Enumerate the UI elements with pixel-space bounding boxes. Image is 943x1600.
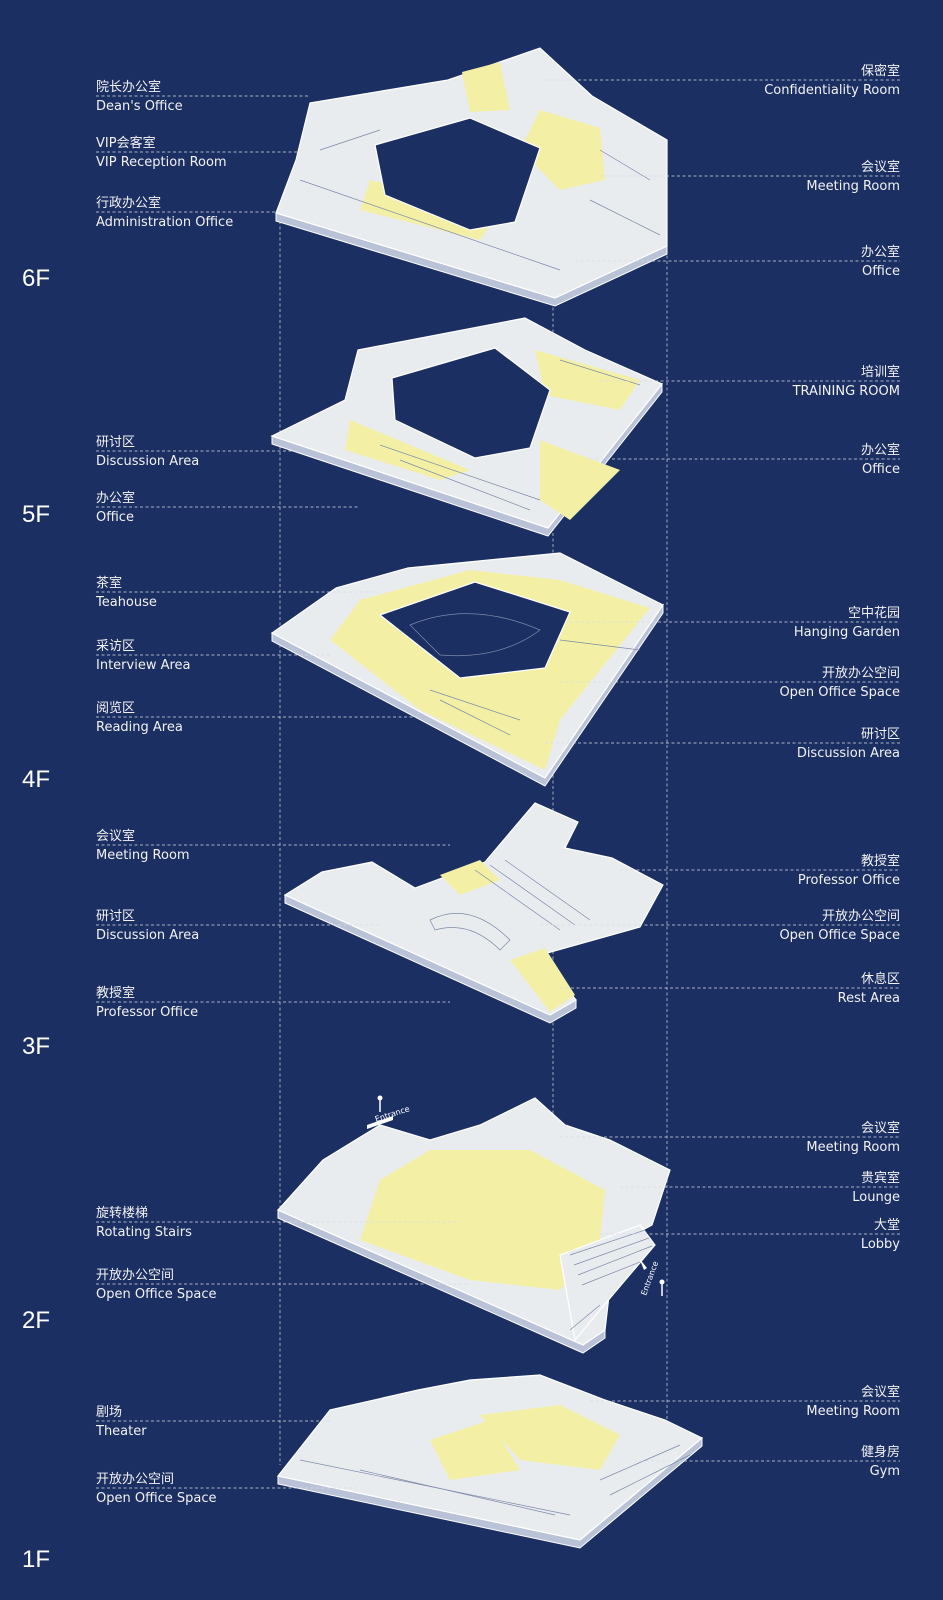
entrance-marker-top: Entrance xyxy=(367,1095,411,1129)
floor-1f-plan xyxy=(276,1374,704,1549)
floor-label-2f: 2F xyxy=(22,1307,50,1334)
label-en-meeting-room-6f: Meeting Room xyxy=(806,179,900,194)
label-en-interview-area: Interview Area xyxy=(96,658,191,673)
label-en-professor-office-3f-right: Professor Office xyxy=(798,873,900,888)
label-cn-open-office-4f: 开放办公空间 xyxy=(822,666,900,681)
label-cn-reading-area: 阅览区 xyxy=(96,700,135,716)
label-cn-professor-office-3f-left: 教授室 xyxy=(96,985,135,1001)
floor-label-5f: 5F xyxy=(22,501,50,528)
label-en-discussion-area-5f: Discussion Area xyxy=(96,454,199,469)
label-cn-office-5f-left: 办公室 xyxy=(96,490,135,506)
label-en-rest-area: Rest Area xyxy=(838,991,900,1006)
label-en-confidentiality-room: Confidentiality Room xyxy=(764,83,900,98)
label-cn-gym: 健身房 xyxy=(861,1444,900,1460)
label-cn-meeting-room-3f-left: 会议室 xyxy=(96,828,135,844)
label-cn-discussion-area-5f: 研讨区 xyxy=(96,435,135,450)
label-en-lounge: Lounge xyxy=(852,1190,900,1205)
label-cn-rotating-stairs: 旋转楼梯 xyxy=(96,1206,148,1221)
label-en-reading-area: Reading Area xyxy=(96,720,183,735)
label-cn-meeting-room-6f: 会议室 xyxy=(861,159,900,175)
room-labels-right: 保密室 Confidentiality Room 会议室 Meeting Roo… xyxy=(540,63,900,1479)
label-en-office-5f-left: Office xyxy=(96,510,134,525)
label-en-office-5f-right: Office xyxy=(862,462,900,477)
label-en-meeting-room-3f-left: Meeting Room xyxy=(96,848,190,863)
floor-6f-plan xyxy=(275,47,668,307)
label-cn-interview-area: 采访区 xyxy=(96,639,135,654)
label-en-deans-office: Dean's Office xyxy=(96,99,183,114)
floor-2f-plan xyxy=(277,1097,671,1354)
label-cn-office-6f: 办公室 xyxy=(861,244,900,260)
label-en-theater: Theater xyxy=(95,1424,147,1439)
label-en-meeting-room-2f: Meeting Room xyxy=(806,1140,900,1155)
label-en-meeting-room-1f: Meeting Room xyxy=(806,1404,900,1419)
label-en-hanging-garden: Hanging Garden xyxy=(794,625,900,640)
floor-3f-plan xyxy=(283,802,664,1024)
label-cn-open-office-2f: 开放办公空间 xyxy=(96,1268,174,1283)
label-en-discussion-area-3f: Discussion Area xyxy=(96,928,199,943)
label-cn-administration-office: 行政办公室 xyxy=(96,195,161,211)
label-cn-training-room: 培训室 xyxy=(861,364,900,380)
label-cn-teahouse: 茶室 xyxy=(96,575,122,591)
label-cn-lounge: 贵宾室 xyxy=(861,1170,900,1186)
label-en-lobby: Lobby xyxy=(861,1237,900,1252)
floor-label-6f: 6F xyxy=(22,265,50,292)
label-cn-rest-area: 休息区 xyxy=(861,971,900,987)
label-cn-discussion-area-4f: 研讨区 xyxy=(861,727,900,742)
label-cn-meeting-room-1f: 会议室 xyxy=(861,1384,900,1400)
label-en-teahouse: Teahouse xyxy=(95,595,157,610)
entrance-marker-right: Entrance xyxy=(639,1258,665,1297)
label-cn-open-office-3f: 开放办公空间 xyxy=(822,909,900,924)
room-labels-left: 院长办公室 Dean's Office VIP会客室 VIP Reception… xyxy=(95,79,470,1506)
label-en-administration-office: Administration Office xyxy=(96,215,233,230)
floor-label-3f: 3F xyxy=(22,1033,50,1060)
label-cn-lobby: 大堂 xyxy=(874,1218,900,1233)
label-en-professor-office-3f-left: Professor Office xyxy=(96,1005,198,1020)
label-en-open-office-2f: Open Office Space xyxy=(96,1287,217,1302)
label-en-discussion-area-4f: Discussion Area xyxy=(797,746,900,761)
floor-label-4f: 4F xyxy=(22,766,50,793)
label-en-open-office-3f: Open Office Space xyxy=(779,928,900,943)
label-cn-professor-office-3f-right: 教授室 xyxy=(861,853,900,869)
floor-label-1f: 1F xyxy=(22,1546,50,1573)
floor-5f-plan xyxy=(270,317,663,537)
label-cn-open-office-1f: 开放办公空间 xyxy=(96,1472,174,1487)
floor-labels: 6F 5F 4F 3F 2F 1F xyxy=(22,265,50,1573)
label-cn-discussion-area-3f: 研讨区 xyxy=(96,909,135,924)
label-cn-office-5f-right: 办公室 xyxy=(861,442,900,458)
label-cn-deans-office: 院长办公室 xyxy=(96,79,161,95)
label-cn-theater: 剧场 xyxy=(96,1405,122,1420)
label-en-gym: Gym xyxy=(870,1464,900,1479)
label-cn-vip-reception: VIP会客室 xyxy=(96,135,156,151)
label-en-office-6f: Office xyxy=(862,264,900,279)
label-en-rotating-stairs: Rotating Stairs xyxy=(96,1225,192,1240)
label-cn-meeting-room-2f: 会议室 xyxy=(861,1120,900,1136)
label-en-open-office-4f: Open Office Space xyxy=(779,685,900,700)
label-cn-hanging-garden: 空中花园 xyxy=(848,605,900,621)
label-en-vip-reception: VIP Reception Room xyxy=(96,155,227,170)
label-en-open-office-1f: Open Office Space xyxy=(96,1491,217,1506)
label-en-training-room: TRAINING ROOM xyxy=(792,384,900,399)
label-cn-confidentiality-room: 保密室 xyxy=(861,63,900,79)
floor-4f-plan xyxy=(270,552,664,787)
